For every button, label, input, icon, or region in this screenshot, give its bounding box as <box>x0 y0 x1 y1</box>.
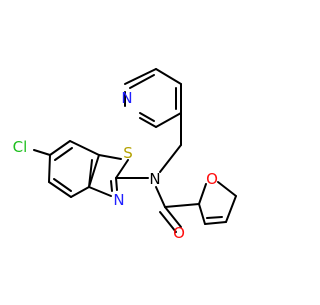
bond <box>70 186 90 198</box>
bond <box>33 149 51 156</box>
thiazole-nitrogen-label: N <box>113 191 124 209</box>
bond <box>164 203 200 208</box>
bond <box>115 159 129 179</box>
bond <box>198 183 207 205</box>
bonds <box>33 68 237 233</box>
bond <box>88 159 93 188</box>
bond <box>124 68 157 85</box>
bond <box>204 221 227 225</box>
bond <box>48 154 51 183</box>
chlorine-label: Cl <box>13 138 28 156</box>
bond <box>110 180 113 192</box>
atom-labels: Cl S N N N O O <box>13 89 218 242</box>
bond <box>159 144 182 173</box>
sulfur-label: S <box>123 144 133 162</box>
furan-oxygen-label: O <box>206 170 218 188</box>
bond <box>159 211 177 233</box>
bond <box>48 181 72 198</box>
bond <box>206 216 223 219</box>
molecule-structure: Cl S N N N O O <box>13 68 237 242</box>
pyridine-nitrogen-label: N <box>121 89 132 107</box>
carbonyl-oxygen-label: O <box>173 224 185 242</box>
bond <box>164 206 182 228</box>
bond <box>115 177 118 191</box>
structure-canvas: Cl S N N N O O <box>13 68 237 242</box>
bond <box>54 147 73 161</box>
bond <box>155 112 182 128</box>
bond <box>129 74 155 89</box>
bond <box>139 117 157 128</box>
bond <box>225 195 237 223</box>
bond <box>69 140 100 156</box>
bond <box>198 203 206 225</box>
bond <box>88 154 100 188</box>
bond <box>155 68 182 85</box>
bond <box>155 186 166 208</box>
bond <box>49 140 71 156</box>
bond <box>217 181 237 197</box>
bond <box>98 154 122 160</box>
bond <box>53 178 72 192</box>
amide-nitrogen-label: N <box>149 170 160 188</box>
bond <box>88 186 112 197</box>
bond <box>139 112 155 122</box>
